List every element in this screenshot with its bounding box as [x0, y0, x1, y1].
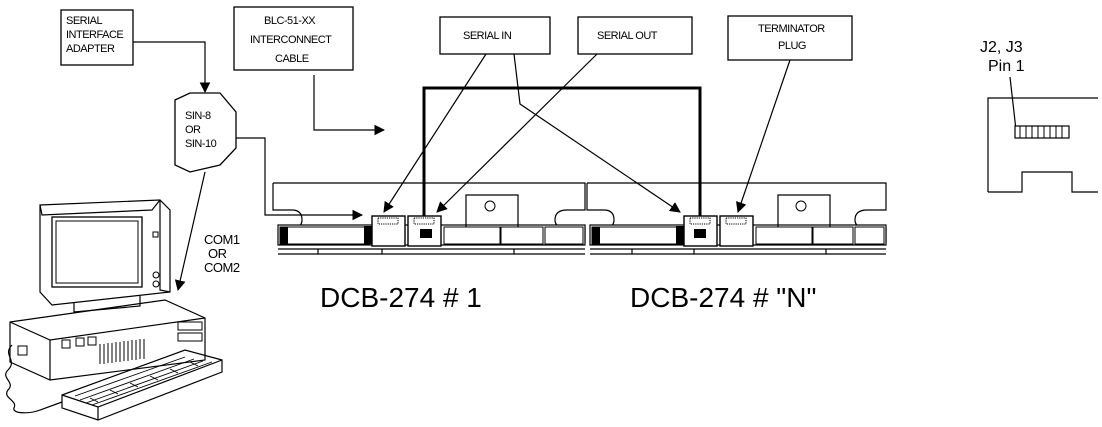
rj-jack-pinout: J2, J3 Pin 1 [980, 39, 1098, 193]
adapter-arrow [133, 41, 211, 94]
com-line1: COM1 [204, 232, 240, 247]
board-2 [586, 182, 887, 255]
com-port-label: COM1 OR COM2 [204, 232, 240, 275]
com-line2: OR [208, 246, 227, 261]
serial-out-label: SERIAL OUT [597, 30, 658, 42]
board-2-label: DCB-274 # "N" [630, 282, 816, 313]
serial-adapter-line2: INTERFACE [66, 29, 123, 41]
serial-in-label: SERIAL IN [463, 30, 512, 42]
sin-line1: SIN-8 [185, 110, 211, 122]
serial-out-arrow [436, 53, 598, 213]
desktop-computer [5, 199, 223, 421]
jack-label-line2: Pin 1 [988, 58, 1025, 75]
serial-adapter-line3: ADAPTER [66, 43, 115, 55]
terminator-plug-box: TERMINATOR PLUG [727, 15, 853, 61]
sin-line3: SIN-10 [185, 138, 217, 150]
sin-to-board-arrow [236, 137, 364, 221]
terminator-line2: PLUG [778, 40, 806, 52]
sin-line2: OR [185, 124, 201, 136]
serial-interface-adapter-box: SERIAL INTERFACE ADAPTER [60, 9, 134, 66]
terminator-line1: TERMINATOR [758, 23, 825, 35]
jack-label-line1: J2, J3 [980, 39, 1023, 56]
cable-line1: BLC-51-XX [264, 15, 316, 27]
sin-to-pc-arrow [174, 171, 206, 292]
board-1 [272, 182, 586, 255]
sin-adapter: SIN-8 OR SIN-10 [174, 92, 237, 173]
pin1-pointer [1009, 76, 1017, 131]
terminator-arrow [736, 59, 791, 214]
board-1-label: DCB-274 # 1 [320, 282, 482, 313]
com-line3: COM2 [204, 260, 240, 275]
cable-arrow [313, 75, 386, 136]
serial-in-arrow-board2 [513, 53, 681, 213]
serial-in-box: SERIAL IN [439, 16, 551, 55]
serial-out-box: SERIAL OUT [577, 16, 693, 55]
cable-line3: CABLE [275, 53, 309, 65]
interconnect-cable-box: BLC-51-XX INTERCONNECT CABLE [233, 6, 354, 71]
serial-in-arrow-board1 [383, 53, 487, 213]
cable-line2: INTERCONNECT [250, 34, 332, 46]
serial-adapter-line1: SERIAL [66, 15, 103, 27]
